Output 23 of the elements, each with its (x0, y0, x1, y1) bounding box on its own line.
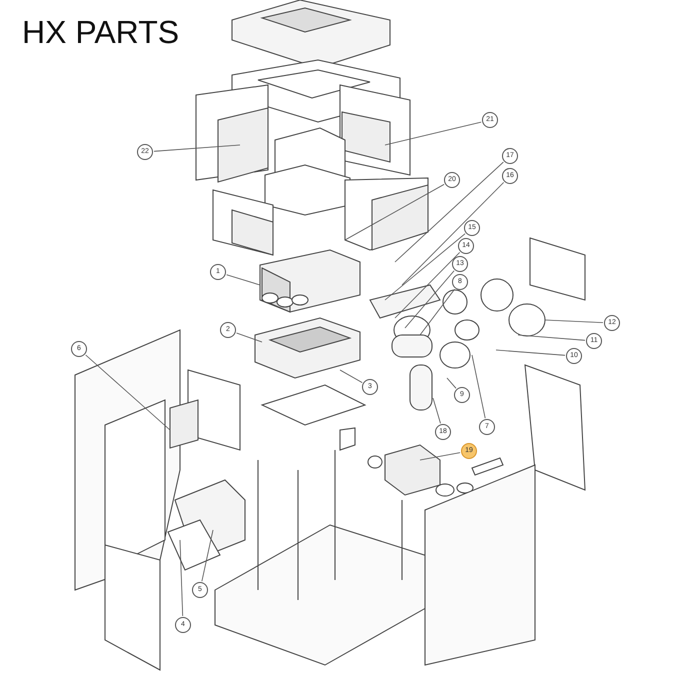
leader-line (340, 370, 363, 383)
leader-line (394, 252, 460, 318)
leader-line (404, 270, 454, 328)
leader-line (154, 144, 240, 152)
title: HX PARTS (22, 14, 180, 51)
leader-line (420, 288, 455, 336)
leader-line (384, 233, 466, 300)
leader-line (85, 354, 170, 430)
leader-line (236, 332, 262, 342)
leader-line (518, 334, 586, 341)
leader-line (432, 398, 441, 424)
leader-line (384, 122, 482, 146)
leader-line (344, 184, 444, 240)
leader-line (446, 378, 456, 389)
leader-line (402, 182, 504, 286)
leader-line (472, 354, 486, 419)
leader-line (202, 530, 214, 582)
leader-line (394, 162, 504, 262)
leader-line (544, 320, 604, 323)
leader-line (496, 350, 566, 356)
leader-line (226, 274, 260, 286)
leader-line (180, 540, 184, 616)
leader-line (420, 452, 460, 460)
